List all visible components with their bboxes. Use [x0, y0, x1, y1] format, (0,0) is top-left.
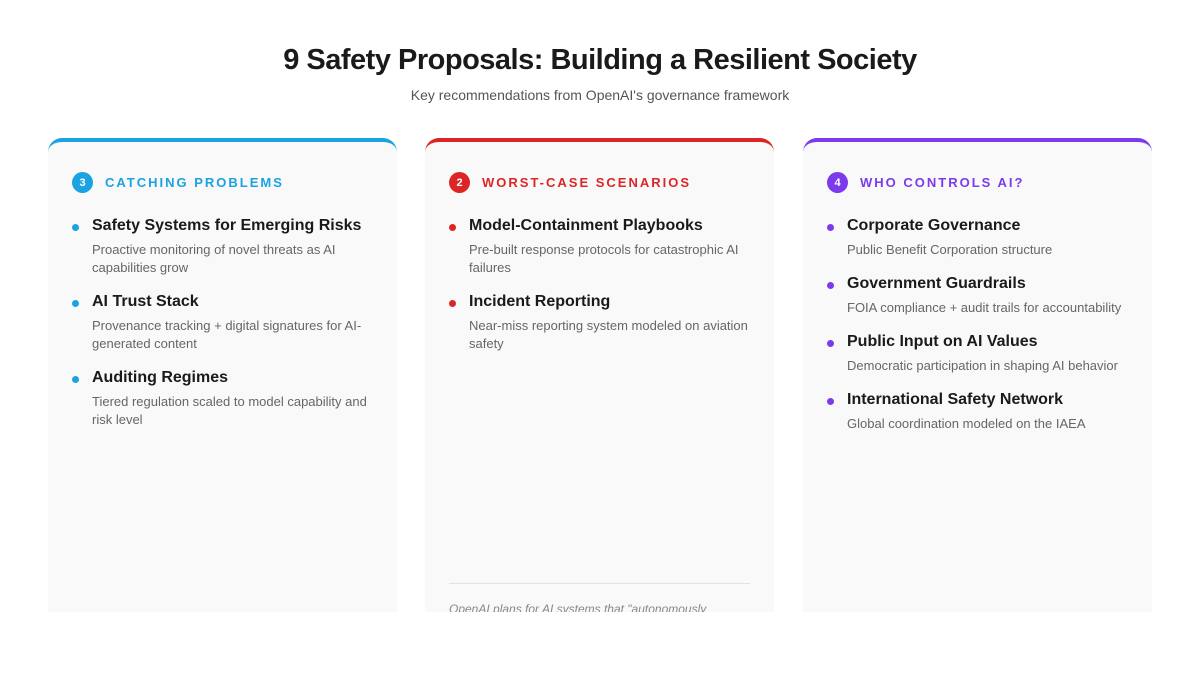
item-description: Pre-built response protocols for catastr… [469, 242, 739, 275]
item-title: Model-Containment Playbooks [469, 217, 703, 234]
item-description: Proactive monitoring of novel threats as… [92, 242, 336, 275]
list-item: Incident Reporting Near-miss reporting s… [449, 293, 750, 353]
card-heading: WHO CONTROLS AI? [860, 175, 1025, 190]
item-description: Democratic participation in shaping AI b… [847, 358, 1118, 373]
page-title: 9 Safety Proposals: Building a Resilient… [283, 44, 917, 76]
card-header: 3 CATCHING PROBLEMS [72, 172, 373, 193]
card-header: 4 WHO CONTROLS AI? [827, 172, 1128, 193]
bullet-icon [827, 398, 834, 405]
item-title: Public Input on AI Values [847, 333, 1038, 350]
bullet-icon [449, 224, 456, 231]
list-item: Safety Systems for Emerging Risks Proact… [72, 217, 373, 277]
category-card: 2 WORST-CASE SCENARIOS Model-Containment… [425, 138, 774, 612]
list-item: Public Input on AI Values Democratic par… [827, 333, 1128, 375]
item-description: Near-miss reporting system modeled on av… [469, 318, 748, 351]
item-title: Safety Systems for Emerging Risks [92, 217, 362, 234]
item-title: Incident Reporting [469, 293, 611, 310]
count-badge: 2 [449, 172, 470, 193]
page-subtitle: Key recommendations from OpenAI's govern… [410, 87, 790, 103]
bullet-icon [827, 340, 834, 347]
bullet-icon [827, 224, 834, 231]
list-item: Government Guardrails FOIA compliance + … [827, 275, 1128, 317]
category-card: 4 WHO CONTROLS AI? Corporate Governance … [803, 138, 1152, 612]
item-description: FOIA compliance + audit trails for accou… [847, 300, 1122, 315]
list-item: AI Trust Stack Provenance tracking + dig… [72, 293, 373, 353]
list-item: Model-Containment Playbooks Pre-built re… [449, 217, 750, 277]
item-title: Government Guardrails [847, 275, 1026, 292]
footnote: OpenAI plans for AI systems that "autono… [449, 583, 750, 612]
item-title: International Safety Network [847, 391, 1064, 408]
card-heading: CATCHING PROBLEMS [105, 175, 284, 190]
item-title: Corporate Governance [847, 217, 1021, 234]
bullet-icon [827, 282, 834, 289]
bullet-icon [72, 300, 79, 307]
list-item: International Safety Network Global coor… [827, 391, 1128, 433]
item-title: AI Trust Stack [92, 293, 199, 310]
count-badge: 3 [72, 172, 93, 193]
item-description: Global coordination modeled on the IAEA [847, 416, 1086, 431]
list-item: Corporate Governance Public Benefit Corp… [827, 217, 1128, 259]
item-description: Public Benefit Corporation structure [847, 242, 1053, 257]
list-item: Auditing Regimes Tiered regulation scale… [72, 369, 373, 429]
bullet-icon [449, 300, 456, 307]
item-description: Tiered regulation scaled to model capabi… [92, 394, 367, 427]
card-header: 2 WORST-CASE SCENARIOS [449, 172, 750, 193]
item-title: Auditing Regimes [92, 369, 229, 386]
bullet-icon [72, 224, 79, 231]
item-description: Provenance tracking + digital signatures… [92, 318, 362, 351]
card-heading: WORST-CASE SCENARIOS [482, 175, 692, 190]
bullet-icon [72, 376, 79, 383]
count-badge: 4 [827, 172, 848, 193]
category-card: 3 CATCHING PROBLEMS Safety Systems for E… [48, 138, 397, 612]
